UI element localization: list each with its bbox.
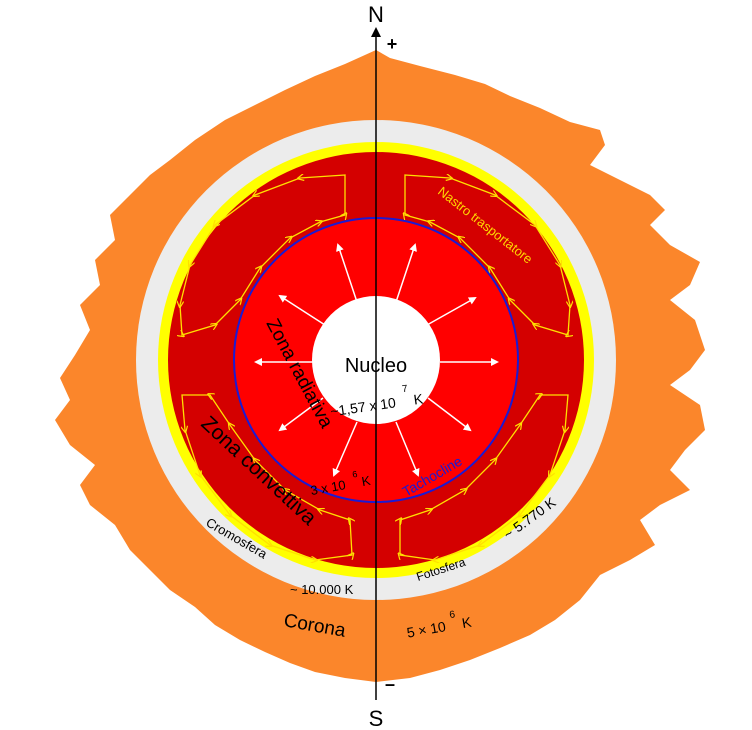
arrow-ray-3 — [426, 297, 477, 326]
core-temp-exp: 7 — [401, 383, 408, 395]
corona-temperature: 5 × 10 6 K — [405, 609, 474, 641]
north-label: N — [368, 2, 384, 27]
conveyor-cells — [180, 175, 570, 560]
arrow-ray-8 — [278, 397, 324, 432]
arrow-ray-6 — [395, 421, 420, 477]
conveyor-cell-bottom-left — [182, 395, 352, 560]
corona-temp-exp: 6 — [449, 609, 457, 621]
core-temp-unit: K — [413, 390, 425, 407]
core-label: Nucleo — [345, 355, 407, 377]
minus-sign: – — [385, 674, 395, 694]
radiative-temperature: 3 x 10 6 K — [309, 469, 372, 498]
corona-temp-base: 5 × 10 — [405, 618, 447, 641]
corona-temp-unit: K — [461, 614, 474, 631]
arrow-ray-10 — [278, 294, 326, 326]
south-label: S — [369, 706, 384, 730]
radiation-arrows — [254, 243, 499, 477]
arrow-ray-1 — [336, 243, 358, 303]
plus-sign: + — [387, 34, 398, 54]
arrow-ray-5 — [427, 397, 472, 432]
radiative-temp-unit: K — [360, 473, 371, 489]
conveyor-cell-top-right — [405, 175, 570, 335]
conveyor-cell-top-left — [180, 175, 345, 335]
conveyor-cell-bottom-right — [400, 395, 568, 560]
chromosphere-temp: ~ 10.000 K — [290, 582, 354, 597]
radiative-temp-base: 3 x 10 — [309, 477, 346, 498]
arrow-ray-7 — [332, 421, 358, 477]
arrow-ray-2 — [395, 243, 417, 303]
radiative-temp-exp: 6 — [352, 469, 359, 480]
